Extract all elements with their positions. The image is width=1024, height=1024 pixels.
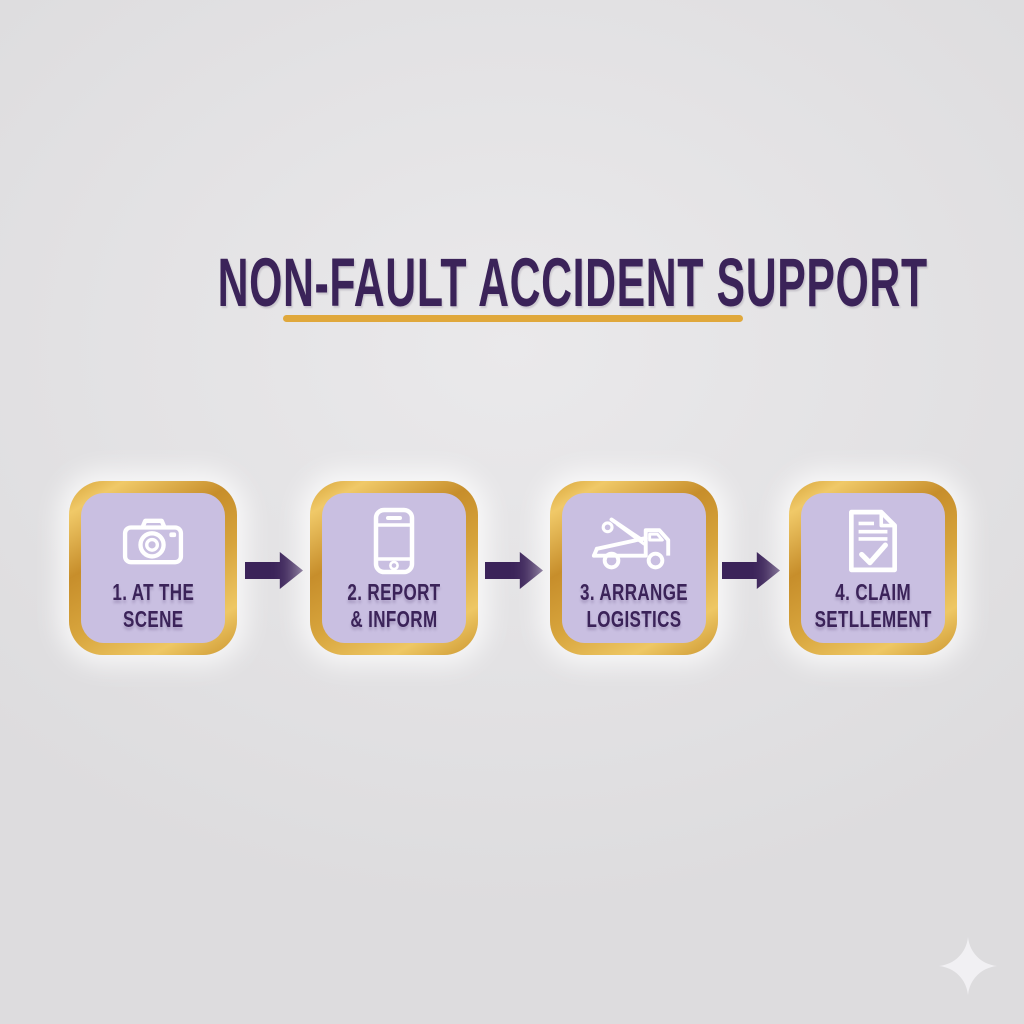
arrow-right-icon-1 [245, 552, 303, 589]
step-box-2: 2. REPORT & INFORM [310, 481, 478, 655]
step-2-line2: & INFORM [350, 606, 438, 633]
document-check-icon [847, 505, 899, 577]
step-label-4: 4. CLAIM SETLLEMENT [814, 579, 931, 633]
step-box-1-inner: 1. AT THE SCENE [81, 493, 225, 643]
step-1-line1: 1. AT THE [112, 579, 194, 605]
step-2-line1: 2. REPORT [347, 579, 441, 605]
step-box-1: 1. AT THE SCENE [69, 481, 237, 655]
step-box-3-inner: 3. ARRANGE LOGISTICS [562, 493, 706, 643]
camera-icon [122, 505, 184, 577]
step-label-3: 3. ARRANGE LOGISTICS [580, 579, 688, 633]
arrow-right-icon-2 [485, 552, 543, 589]
smartphone-icon [373, 505, 415, 577]
step-4-line2: SETLLEMENT [814, 606, 932, 633]
step-3-line1: 3. ARRANGE [579, 579, 689, 605]
arrow-right-icon-3 [722, 552, 780, 589]
step-1-line2: SCENE [122, 606, 184, 633]
step-box-3: 3. ARRANGE LOGISTICS [550, 481, 718, 655]
step-box-4-inner: 4. CLAIM SETLLEMENT [801, 493, 945, 643]
step-box-2-inner: 2. REPORT & INFORM [322, 493, 466, 643]
step-label-2: 2. REPORT & INFORM [347, 579, 440, 633]
header: NON-FAULT ACCIDENT SUPPORT [0, 243, 1024, 322]
title-underline [283, 315, 743, 322]
step-label-1: 1. AT THE SCENE [112, 579, 194, 633]
step-3-line2: LOGISTICS [586, 606, 682, 633]
tow-truck-icon [591, 505, 677, 577]
step-box-4: 4. CLAIM SETLLEMENT [789, 481, 957, 655]
step-4-line1: 4. CLAIM [835, 579, 911, 605]
page-title: NON-FAULT ACCIDENT SUPPORT [217, 244, 928, 321]
sparkle-icon [939, 937, 997, 995]
